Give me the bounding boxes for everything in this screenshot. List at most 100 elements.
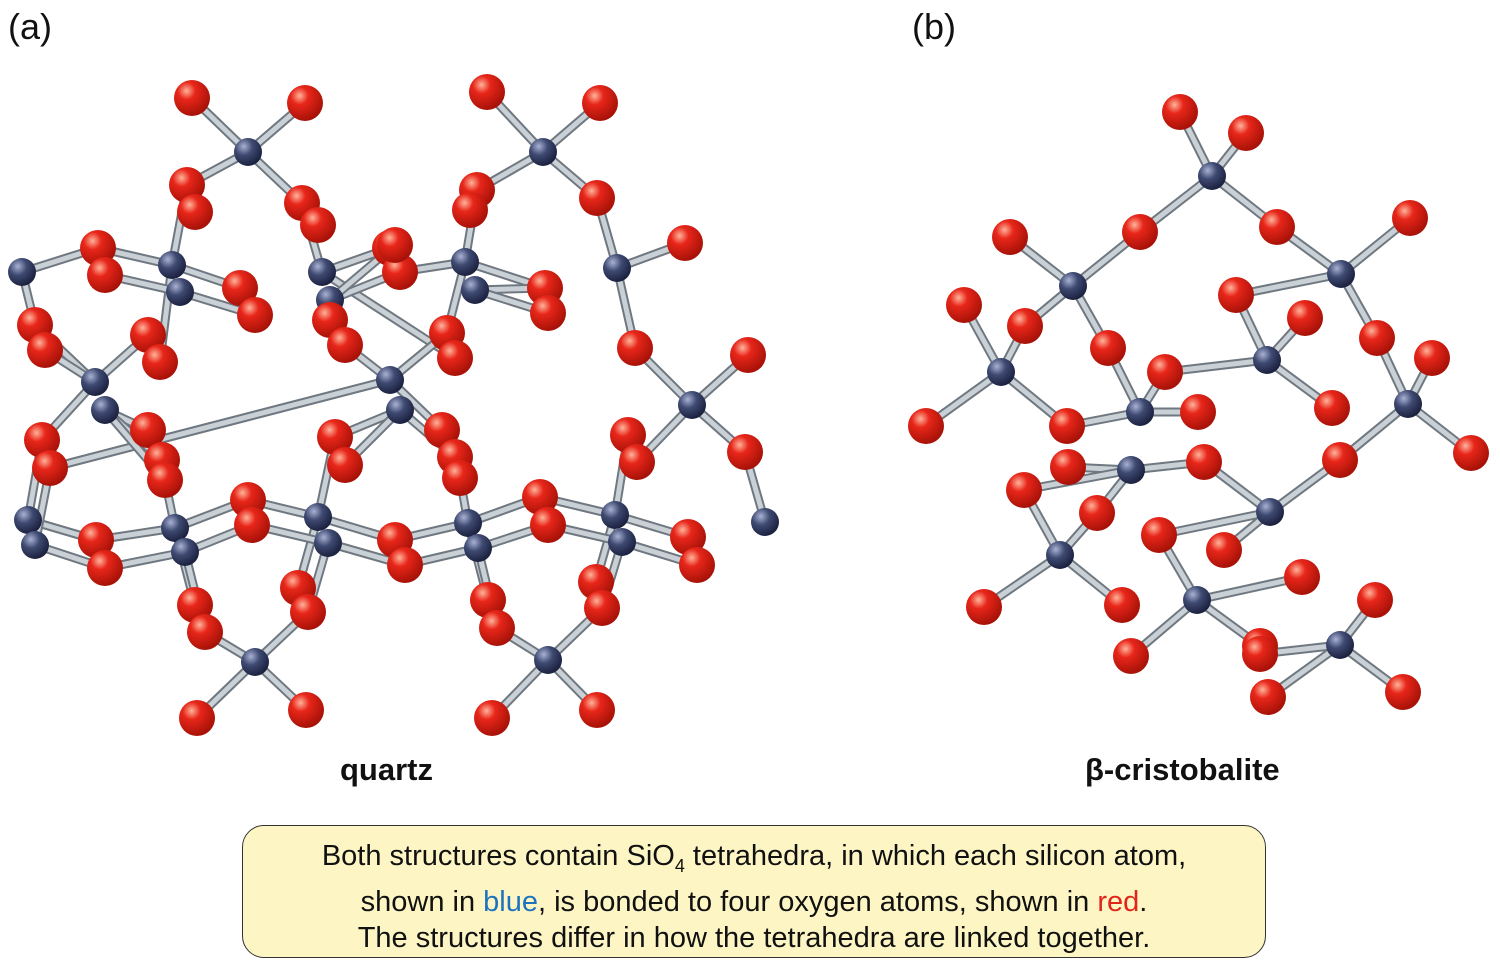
atoms-group <box>908 94 1489 715</box>
oxygen-atom <box>177 194 213 230</box>
oxygen-atom <box>32 450 68 486</box>
silicon-atom <box>81 368 109 396</box>
oxygen-atom <box>530 507 566 543</box>
oxygen-atom <box>288 692 324 728</box>
oxygen-atom <box>1079 495 1115 531</box>
oxygen-atom <box>377 227 413 263</box>
silicon-atom <box>91 396 119 424</box>
oxygen-atom <box>1359 320 1395 356</box>
oxygen-atom <box>579 692 615 728</box>
oxygen-atom <box>1250 679 1286 715</box>
oxygen-atom <box>169 167 205 203</box>
oxygen-atom <box>234 507 270 543</box>
oxygen-atom <box>1453 435 1489 471</box>
blue-word: blue <box>483 885 538 918</box>
silicon-atom <box>1126 398 1154 426</box>
oxygen-atom <box>300 207 336 243</box>
oxygen-atom <box>1259 209 1295 245</box>
silicon-atom <box>1394 390 1422 418</box>
silicon-atom <box>534 646 562 674</box>
oxygen-atom <box>1090 330 1126 366</box>
silicon-atom <box>1253 346 1281 374</box>
silicon-atom <box>161 514 189 542</box>
oxygen-atom <box>1162 94 1198 130</box>
info-line-1: Both structures contain SiO4 tetrahedra,… <box>243 838 1265 884</box>
silicon-atom <box>454 509 482 537</box>
info-text: tetrahedra, in which each silicon atom, <box>684 840 1187 872</box>
silicon-atom <box>751 508 779 536</box>
oxygen-atom <box>1049 408 1085 444</box>
silicon-atom <box>314 529 342 557</box>
oxygen-atom <box>1287 300 1323 336</box>
oxygen-atom <box>424 412 460 448</box>
oxygen-atom <box>1414 340 1450 376</box>
oxygen-atom <box>1392 200 1428 236</box>
oxygen-atom <box>469 74 505 110</box>
oxygen-atom <box>27 332 63 368</box>
oxygen-atom <box>147 462 183 498</box>
oxygen-atom <box>679 547 715 583</box>
bond <box>1156 509 1273 538</box>
silicon-atom <box>1183 586 1211 614</box>
oxygen-atom <box>1113 638 1149 674</box>
oxygen-atom <box>24 422 60 458</box>
silicon-atom <box>987 358 1015 386</box>
panel-label-b: (b) <box>912 6 956 47</box>
silicon-atom <box>14 506 42 534</box>
oxygen-atom <box>992 219 1028 255</box>
oxygen-atom <box>619 444 655 480</box>
oxygen-atom <box>1385 674 1421 710</box>
oxygen-atom <box>442 460 478 496</box>
oxygen-atom <box>582 85 618 121</box>
silicon-atom <box>1327 260 1355 288</box>
oxygen-atom <box>187 614 223 650</box>
silicon-atom <box>21 531 49 559</box>
oxygen-atom <box>174 80 210 116</box>
oxygen-atom <box>730 337 766 373</box>
oxygen-atom <box>1122 214 1158 250</box>
oxygen-atom <box>479 610 515 646</box>
oxygen-atom <box>727 434 763 470</box>
oxygen-atom <box>1242 636 1278 672</box>
silicon-atom <box>304 503 332 531</box>
silicon-atom <box>241 648 269 676</box>
oxygen-atom <box>382 254 418 290</box>
silicon-atom <box>461 276 489 304</box>
oxygen-atom <box>290 594 326 630</box>
oxygen-atom <box>437 340 473 376</box>
info-box: Both structures contain SiO4 tetrahedra,… <box>242 825 1266 958</box>
silicon-atom <box>451 248 479 276</box>
oxygen-atom <box>317 419 353 455</box>
oxygen-atom <box>522 479 558 515</box>
silicon-atom <box>376 366 404 394</box>
cristobalite-caption: β-cristobalite <box>1085 752 1280 787</box>
info-line-2: shown in blue, is bonded to four oxygen … <box>243 884 1265 920</box>
atoms-group <box>8 74 779 736</box>
oxygen-atom <box>177 587 213 623</box>
silicon-atom <box>308 258 336 286</box>
silicon-atom <box>601 501 629 529</box>
oxygen-atom <box>579 180 615 216</box>
oxygen-atom <box>387 547 423 583</box>
panel-label-a: (a) <box>8 6 52 47</box>
quartz-caption: quartz <box>340 752 433 787</box>
silicon-atom <box>8 258 36 286</box>
silicon-atom <box>1198 162 1226 190</box>
oxygen-atom <box>908 408 944 444</box>
oxygen-atom <box>667 225 703 261</box>
silicon-atom <box>464 534 492 562</box>
oxygen-atom <box>1228 115 1264 151</box>
oxygen-atom <box>1186 444 1222 480</box>
silicon-atom <box>678 391 706 419</box>
silicon-atom <box>386 396 414 424</box>
oxygen-atom <box>1104 587 1140 623</box>
oxygen-atom <box>287 85 323 121</box>
silicon-atom <box>608 528 636 556</box>
oxygen-atom <box>87 257 123 293</box>
oxygen-atom <box>80 230 116 266</box>
bond <box>47 377 393 471</box>
silicon-atom <box>234 138 262 166</box>
silicon-atom <box>1117 456 1145 484</box>
info-text: . <box>1139 885 1148 918</box>
oxygen-atom <box>1357 582 1393 618</box>
